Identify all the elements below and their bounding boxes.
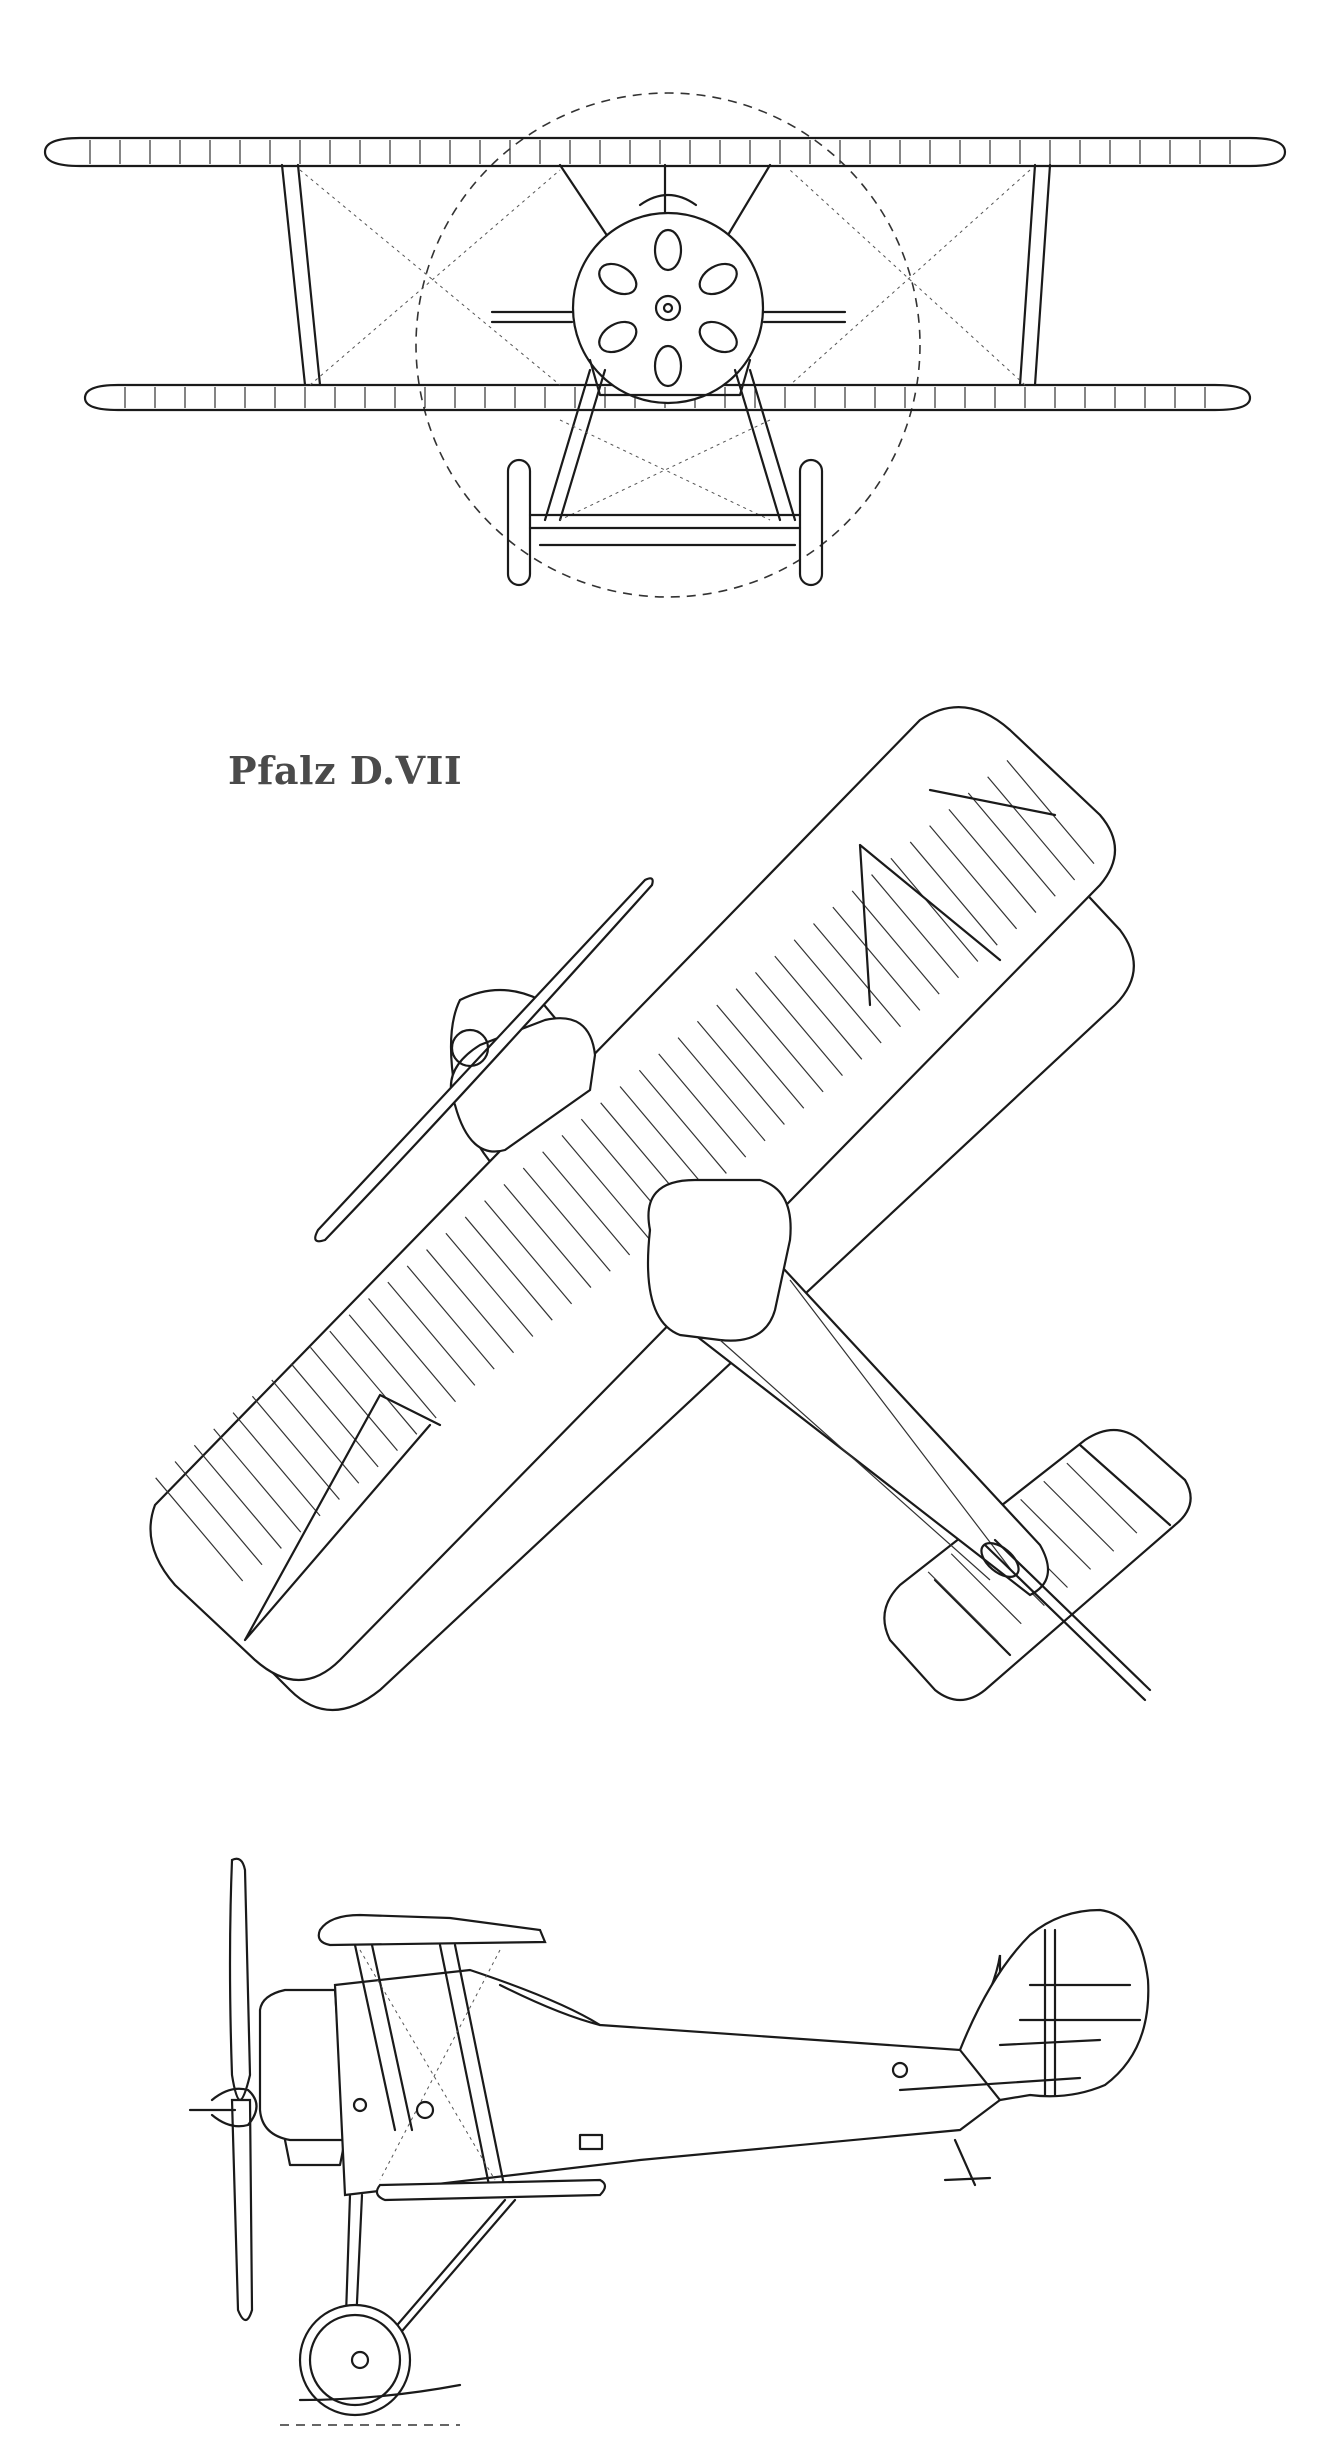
front-view-drawing [43, 92, 1287, 598]
cowling-vent-hole [698, 320, 738, 354]
wing-rib [503, 1183, 592, 1288]
wing-rib [929, 825, 1018, 930]
wing-rib [619, 1086, 708, 1191]
wing-rib [348, 1314, 437, 1419]
upper-wing-front [43, 136, 1287, 168]
interplane-struts-side [353, 1943, 507, 2192]
wing-rib [890, 857, 979, 962]
rudder-top [983, 1538, 1152, 1702]
left-wheel-front [506, 458, 532, 587]
engine-cowling-side [258, 1988, 347, 2142]
wing-rib [232, 1412, 321, 1517]
right-interplane-strut [1018, 163, 1052, 387]
access-panel [578, 2133, 604, 2151]
wing-rib [1020, 1498, 1092, 1570]
wing-rib [368, 1298, 456, 1403]
propeller-side [228, 1857, 252, 2102]
lower-wing-side [375, 2178, 607, 2202]
cowling-vent-hole [653, 344, 683, 388]
axle [528, 513, 802, 530]
upper-wing-side [317, 1913, 547, 1947]
wing-rib [310, 1346, 398, 1451]
cowling-vent-hole [653, 228, 683, 272]
cockpit-rim [498, 1983, 602, 2027]
wing-rib [464, 1216, 553, 1321]
wing-rib [1006, 760, 1095, 865]
right-wheel-front [798, 458, 824, 587]
wing-rib [774, 955, 863, 1060]
wing-rib [426, 1249, 515, 1354]
wing-rib [406, 1265, 495, 1370]
top-view-drawing [149, 706, 1192, 1711]
wing-rib [271, 1379, 360, 1484]
horizontal-stabilizer-front [490, 310, 847, 324]
propeller-side-lower [230, 2098, 254, 2322]
propeller-hub [654, 294, 682, 322]
headrest [638, 194, 698, 207]
bracing-wires [299, 169, 1031, 386]
wing-rib [716, 1004, 805, 1109]
cockpit-cutout [646, 1178, 792, 1342]
spinner-top [450, 1028, 490, 1068]
wing-rib [967, 792, 1056, 897]
tail-skid-top [980, 1542, 1020, 1578]
wing-rib [174, 1461, 263, 1566]
wing-rib [677, 1037, 766, 1142]
wing-rib [987, 776, 1076, 881]
wing-rib [735, 988, 824, 1093]
wing-rib [927, 1571, 999, 1643]
wing-rib [638, 1069, 727, 1174]
drawing-title: Pfalz D.VII [228, 748, 463, 793]
wing-rib [1043, 1480, 1115, 1552]
fuselage-front [588, 358, 752, 397]
spinner-side [210, 2087, 258, 2128]
cowling-vent-hole [598, 262, 638, 296]
wing-rib [909, 841, 998, 946]
horizontal-stabilizer-side [898, 2076, 1082, 2092]
right-aileron-lines [858, 788, 1057, 1007]
wing-rib [193, 1444, 282, 1549]
wing-rib [696, 1020, 785, 1125]
wing-rib [329, 1330, 418, 1435]
roundel-marker [891, 2061, 909, 2079]
wing-rib [950, 1553, 1022, 1625]
cowling-vent-hole [698, 262, 738, 296]
wing-rib [542, 1151, 631, 1256]
engine-cowling-front [571, 211, 765, 405]
wing-rib [155, 1477, 244, 1582]
wing-rib [755, 971, 843, 1076]
elevator-hinge-lines [933, 1443, 1172, 1657]
rudder-hinge [1043, 1928, 1057, 2097]
wing-rib [851, 890, 940, 995]
cowling-vent-holes [598, 228, 738, 388]
side-view-drawing [188, 1857, 1150, 2426]
undercarriage-side [343, 2193, 517, 2347]
upper-wing-top [149, 706, 1117, 1681]
cowling-vent-hole [598, 320, 638, 354]
wing-rib [387, 1281, 476, 1386]
left-aileron-lines [243, 1393, 442, 1642]
wing-rib [251, 1395, 340, 1500]
wing-rib [445, 1232, 534, 1337]
wing-rib [658, 1053, 747, 1158]
wing-rib [522, 1167, 611, 1272]
lower-wing-front [83, 383, 1252, 412]
left-interplane-strut [280, 163, 322, 387]
propeller-disc [415, 92, 921, 598]
undercarriage-struts [543, 368, 797, 522]
wheel-side [298, 2303, 412, 2417]
wing-rib [484, 1200, 573, 1305]
wing-rib [948, 808, 1037, 913]
wing-rib [213, 1428, 302, 1533]
wing-rib [793, 939, 882, 1044]
wing-rib [832, 906, 921, 1011]
tail-skid-side [943, 2138, 992, 2187]
wing-rib [1066, 1462, 1138, 1534]
wing-rib [871, 874, 960, 979]
wing-rib [813, 923, 901, 1028]
wing-rib [290, 1363, 379, 1468]
wing-rib [561, 1135, 650, 1240]
